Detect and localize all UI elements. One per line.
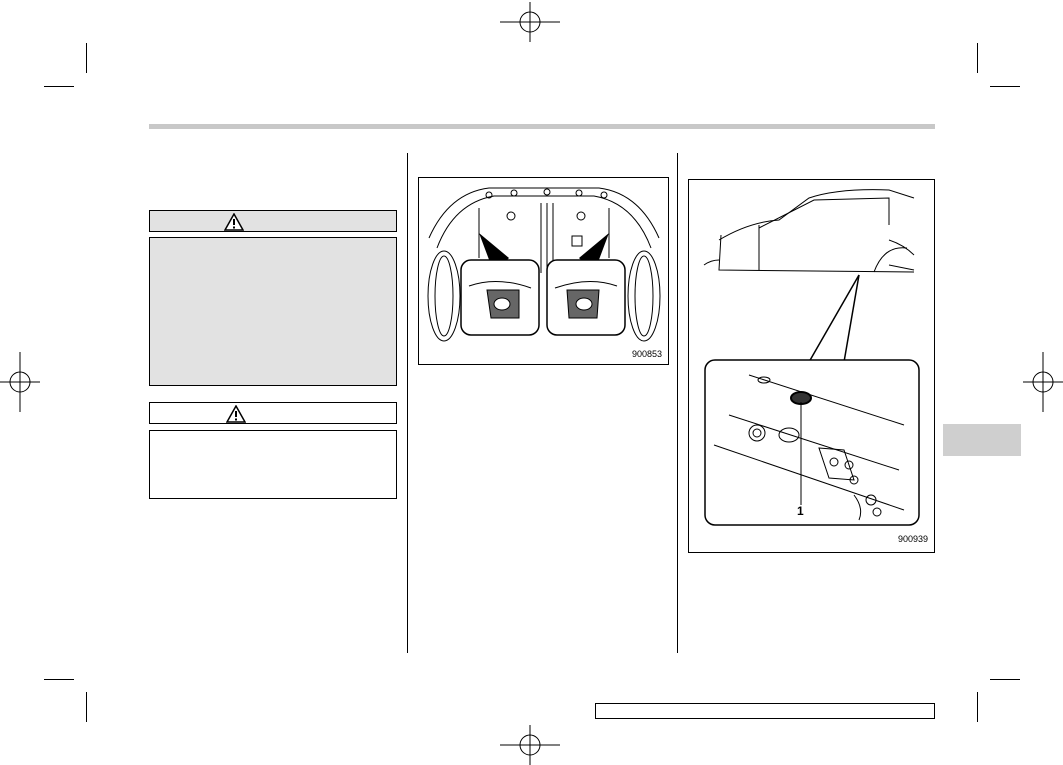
underbody-illustration (427, 187, 661, 342)
crop-mark (977, 43, 978, 73)
caution-triangle-icon (226, 405, 246, 423)
crop-mark (86, 692, 87, 722)
registration-target-bottom (500, 725, 560, 765)
crop-mark (86, 43, 87, 73)
jack-point-illustration (703, 189, 920, 526)
column-divider-left (407, 153, 408, 653)
figure-code: 900939 (897, 534, 928, 544)
figure-front-underbody: 900853 (418, 177, 669, 365)
crop-mark (44, 86, 74, 87)
registration-target-top (500, 2, 560, 42)
crop-mark (977, 692, 978, 722)
registration-target-left (0, 352, 40, 412)
callout-label: 1 (797, 504, 804, 518)
caution-header (149, 402, 397, 424)
section-tab (943, 424, 1021, 456)
warning-body (149, 237, 397, 386)
caution-body (149, 430, 397, 499)
header-rule (149, 124, 935, 129)
warning-triangle-icon (224, 213, 244, 231)
column-divider-right (677, 153, 678, 653)
figure-side-jack-point: 1 900939 (688, 179, 935, 553)
figure-code: 900853 (631, 349, 662, 359)
registration-target-right (1023, 352, 1063, 412)
crop-mark (990, 86, 1020, 87)
crop-mark (44, 679, 74, 680)
crop-mark (990, 679, 1020, 680)
page-number-box (595, 703, 935, 719)
warning-header (149, 210, 397, 232)
